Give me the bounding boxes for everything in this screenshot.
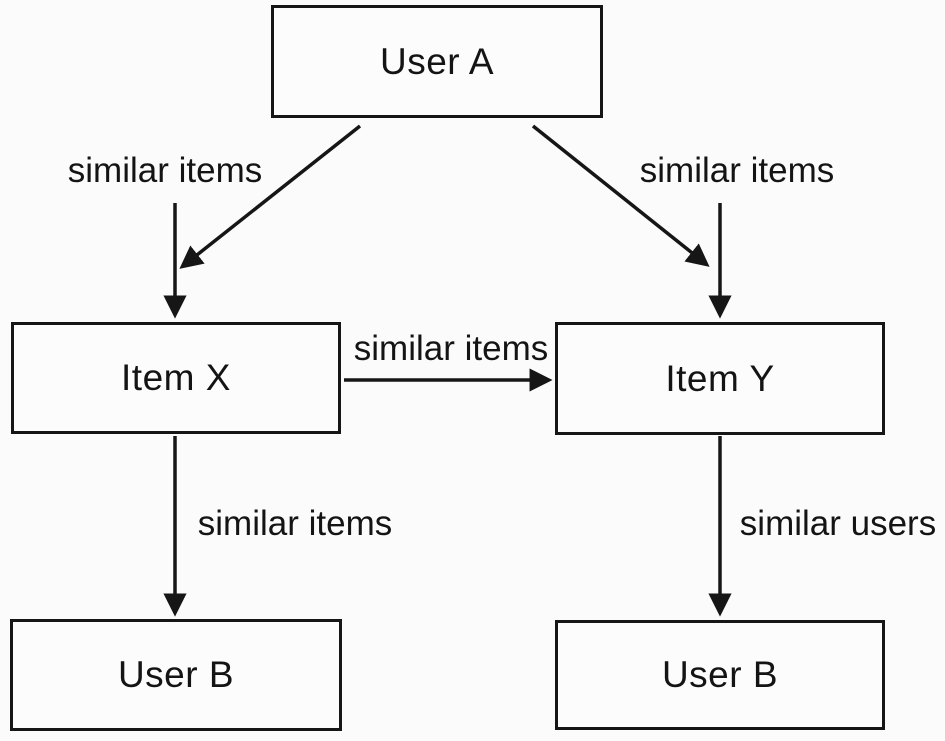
edge-label-user-a-item-x: similar items [67,151,263,190]
user-a-to-item-x-diagonal-arrow [179,124,362,269]
node-item-x: Item X [11,322,341,434]
edge-label-user-a-item-y: similar items [639,151,835,190]
node-user-a: User A [271,5,603,118]
edge-label-item-x-user-b: similar items [197,504,393,543]
node-item-y: Item Y [555,322,885,435]
node-user-b-left: User B [10,619,342,731]
user-a-to-item-y-diagonal-arrow [531,124,710,267]
node-user-b-right: User B [555,620,885,730]
edge-label-item-x-item-y: similar items [353,329,549,368]
edge-label-item-y-user-b: similar users [739,504,937,543]
